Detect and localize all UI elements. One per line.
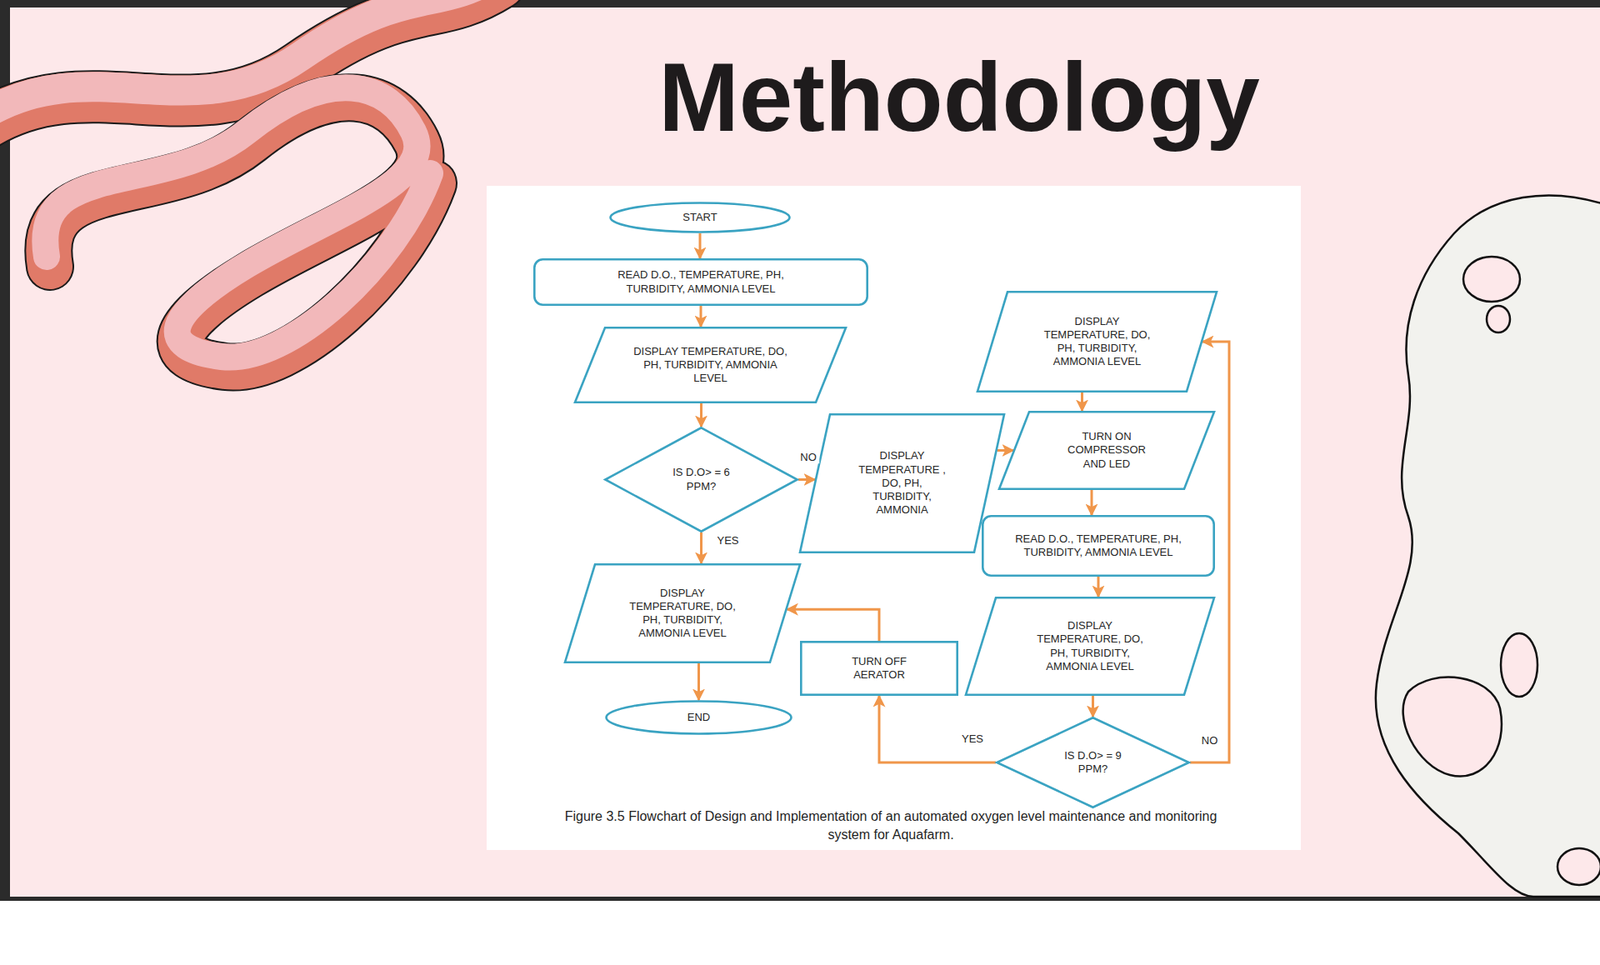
ribbon-side [0, 0, 500, 125]
edge-label: YES [714, 534, 741, 548]
process-box: READ D.O., TEMPERATURE, PH, TURBIDITY, A… [533, 258, 869, 306]
ribbon-shape [0, 0, 500, 368]
io-parallelogram: DISPLAY TEMPERATURE, DO, PH, TURBIDITY, … [965, 596, 1215, 696]
outline-shape [999, 411, 1215, 489]
decision-diamond: IS D.O> = 9 PPM? [995, 716, 1190, 809]
text-group: DISPLAY TEMPERATURE , DO, PH, TURBIDITY,… [856, 449, 949, 517]
process-box: TURN OFF AERATOR [800, 640, 959, 696]
ribbon-face [0, 0, 500, 115]
decision-diamond: IS D.O> = 6 PPM? [604, 426, 799, 533]
blob-hole [1463, 256, 1520, 302]
edge-label: NO [1199, 734, 1221, 748]
text-group: READ D.O., TEMPERATURE, PH, TURBIDITY, A… [1002, 532, 1195, 560]
text-group: DISPLAY TEMPERATURE, DO, PH, TURBIDITY, … [631, 345, 790, 386]
node-text: DISPLAY TEMPERATURE , DO, PH, TURBIDITY,… [856, 449, 949, 517]
outline-shape [610, 203, 790, 233]
text-group: IS D.O> = 6 PPM? [664, 465, 740, 494]
flow-arrow [1097, 576, 1100, 597]
node-text: TURN ON COMPRESSOR AND LED [1060, 430, 1153, 471]
io-parallelogram: TURN ON COMPRESSOR AND LED [998, 410, 1215, 490]
frame-bar [0, 0, 1600, 8]
node-text: START [682, 210, 717, 225]
terminal-ellipse: END [605, 700, 793, 735]
frame-bar [0, 896, 1600, 901]
node-text: DISPLAY TEMPERATURE, DO, PH, TURBIDITY, … [624, 586, 741, 641]
outline-shape [996, 717, 1189, 807]
terminal-ellipse: START [609, 201, 791, 234]
io-parallelogram: DISPLAY TEMPERATURE, DO, PH, TURBIDITY, … [574, 326, 847, 404]
node-text: END [687, 710, 710, 725]
blob-hole [1557, 848, 1600, 885]
text-group: END [687, 710, 710, 725]
text-group: READ D.O., TEMPERATURE, PH, TURBIDITY, A… [592, 268, 810, 296]
flow-arrow [786, 609, 880, 641]
outline-shape [800, 641, 957, 695]
outline-shape [965, 597, 1215, 695]
io-parallelogram: DISPLAY TEMPERATURE, DO, PH, TURBIDITY, … [976, 290, 1218, 393]
blob-hole [1403, 677, 1502, 777]
flow-arrow [697, 663, 700, 700]
edge-label: NO [797, 450, 820, 465]
blob-hole [1486, 305, 1510, 333]
text-group: START [682, 210, 717, 225]
outline-shape [977, 291, 1217, 391]
outline-shape [605, 427, 797, 531]
node-text: TURN OFF AERATOR [837, 655, 921, 683]
outline-shape [606, 701, 792, 735]
outline-shape [575, 327, 846, 402]
figure-caption: Figure 3.5 Flowchart of Design and Imple… [557, 807, 1225, 844]
outline-shape [534, 259, 867, 305]
flow-arrow [700, 305, 703, 327]
text-group: TURN ON COMPRESSOR AND LED [1060, 430, 1153, 471]
text-group: DISPLAY TEMPERATURE, DO, PH, TURBIDITY, … [624, 586, 741, 641]
blob-holes [1403, 256, 1600, 885]
text-group: DISPLAY TEMPERATURE, DO, PH, TURBIDITY, … [1031, 619, 1149, 674]
node-text: IS D.O> = 9 PPM? [1055, 749, 1131, 777]
node-text: READ D.O., TEMPERATURE, PH, TURBIDITY, A… [592, 268, 810, 296]
edge-label: YES [959, 732, 986, 746]
flow-arrow [1091, 695, 1095, 717]
node-text: IS D.O> = 6 PPM? [664, 465, 740, 494]
ribbon-outline [0, 0, 500, 125]
node-text: DISPLAY TEMPERATURE, DO, PH, TURBIDITY, … [1031, 619, 1149, 674]
outline-shape [800, 414, 1005, 552]
text-group: DISPLAY TEMPERATURE, DO, PH, TURBIDITY, … [1039, 315, 1156, 370]
flow-arrow [700, 403, 703, 427]
blob-hole [1500, 633, 1538, 697]
flow-arrow [1090, 490, 1094, 515]
flow-arrow [997, 449, 1015, 452]
process-box: READ D.O., TEMPERATURE, PH, TURBIDITY, A… [981, 515, 1215, 577]
io-parallelogram: DISPLAY TEMPERATURE, DO, PH, TURBIDITY, … [564, 563, 801, 664]
io-parallelogram: DISPLAY TEMPERATURE , DO, PH, TURBIDITY,… [799, 413, 1005, 554]
flow-arrow [699, 233, 702, 259]
flow-arrow [879, 695, 996, 763]
outline-shape [982, 515, 1214, 575]
flow-arrow [700, 532, 703, 564]
slide-title: Methodology [625, 40, 1293, 156]
ribbon-face [45, 87, 430, 357]
text-group: IS D.O> = 9 PPM? [1055, 749, 1131, 777]
flow-arrow [1080, 392, 1084, 411]
outline-shape [565, 564, 800, 662]
text-group: TURN OFF AERATOR [837, 655, 921, 683]
node-text: READ D.O., TEMPERATURE, PH, TURBIDITY, A… [1002, 532, 1195, 560]
blob-shape [1375, 195, 1600, 897]
node-text: DISPLAY TEMPERATURE, DO, PH, TURBIDITY, … [1039, 315, 1156, 370]
node-text: DISPLAY TEMPERATURE, DO, PH, TURBIDITY, … [631, 345, 790, 386]
flow-arrow [798, 478, 815, 481]
